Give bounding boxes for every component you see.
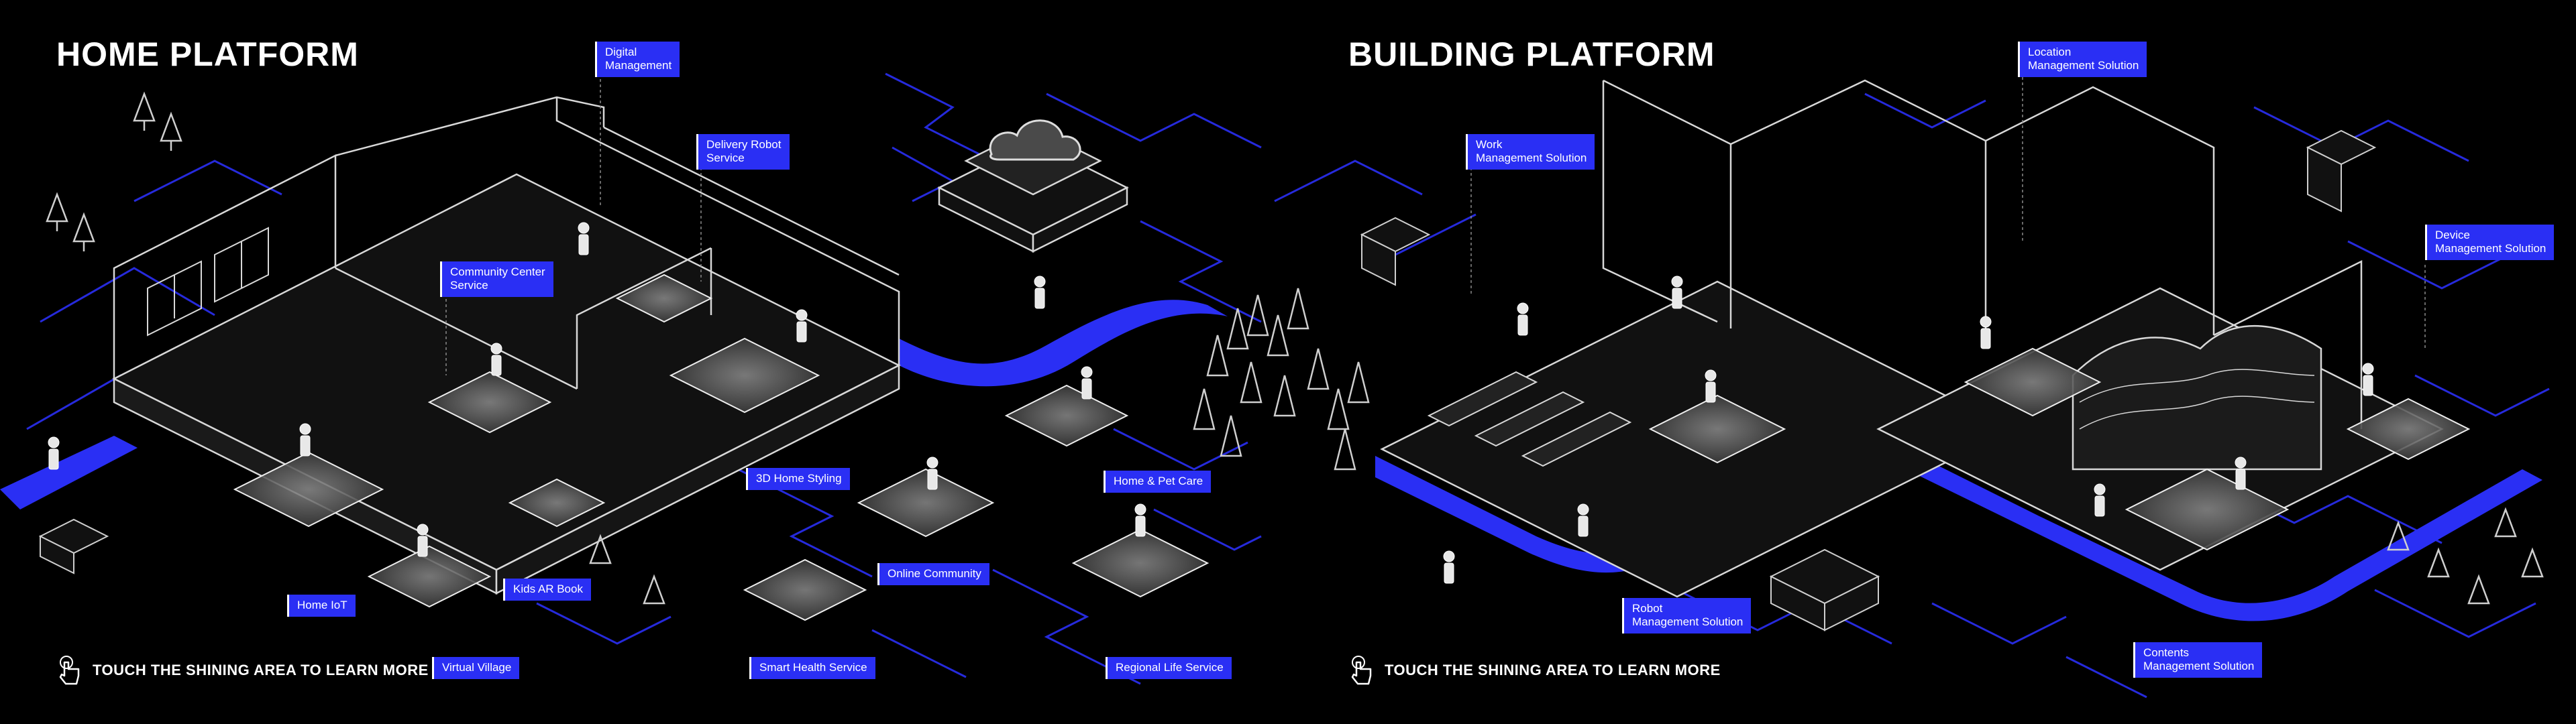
hint-text: TOUCH THE SHINING AREA TO LEARN MORE xyxy=(1385,662,1721,678)
hotspot-home-iot[interactable]: Home IoT xyxy=(287,595,356,617)
hotspot-work-management-solution[interactable]: Work Management Solution xyxy=(1466,134,1595,170)
building-touch-hint[interactable]: TOUCH THE SHINING AREA TO LEARN MORE xyxy=(1348,654,1721,686)
hotspot-regional-life-service[interactable]: Regional Life Service xyxy=(1106,657,1232,679)
blue-roads xyxy=(0,300,2542,621)
hotspot-digital-management[interactable]: Digital Management xyxy=(595,42,680,77)
hotspot-line: Smart Health Service xyxy=(759,661,867,674)
home-hotspot-pads xyxy=(233,274,1210,621)
hotspot-line: 3D Home Styling xyxy=(756,472,842,485)
hotspot-contents-management-solution[interactable]: Contents Management Solution xyxy=(2133,642,2263,678)
hotspot-line: Management Solution xyxy=(2028,59,2139,72)
hotspot-virtual-village[interactable]: Virtual Village xyxy=(432,657,520,679)
hotspot-line: Work xyxy=(1476,138,1503,151)
hotspot-line: Regional Life Service xyxy=(1116,661,1224,674)
hotspot-location-management-solution[interactable]: Location Management Solution xyxy=(2018,42,2147,77)
hotspot-line: Virtual Village xyxy=(442,661,512,674)
hotspot-line: Service xyxy=(450,279,488,292)
hotspot-smart-health-service[interactable]: Smart Health Service xyxy=(749,657,875,679)
hotspot-line: Location xyxy=(2028,46,2072,58)
city-blocks xyxy=(38,129,2377,631)
hotspot-robot-management-solution[interactable]: Robot Management Solution xyxy=(1622,598,1752,634)
label-leader-lines xyxy=(445,74,2426,375)
hotspot-line: Management Solution xyxy=(1632,615,1743,628)
building-platform-title: BUILDING PLATFORM xyxy=(1348,36,1715,73)
hotspot-device-management-solution[interactable]: Device Management Solution xyxy=(2425,225,2555,260)
forest xyxy=(46,91,2544,605)
hint-text: TOUCH THE SHINING AREA TO LEARN MORE xyxy=(93,662,429,678)
hotspot-line: Management Solution xyxy=(2143,660,2255,672)
home-building xyxy=(112,96,901,595)
circuit-lines xyxy=(26,72,2550,699)
people-figures xyxy=(48,222,2374,584)
hotspot-line: Home IoT xyxy=(297,599,347,611)
hotspot-3d-home-styling[interactable]: 3D Home Styling xyxy=(746,468,850,490)
hotspot-online-community[interactable]: Online Community xyxy=(877,563,989,585)
hotspot-line: Home & Pet Care xyxy=(1114,475,1203,487)
hotspot-line: Robot xyxy=(1632,602,1663,615)
hotspot-kids-ar-book[interactable]: Kids AR Book xyxy=(503,579,591,601)
hotspot-line: Management xyxy=(605,59,672,72)
cloud-icon xyxy=(989,119,1081,161)
hotspot-line: Online Community xyxy=(888,567,981,580)
building-hotspot-pads xyxy=(1648,347,2471,551)
hotspot-community-center-service[interactable]: Community Center Service xyxy=(440,261,553,297)
hotspot-line: Kids AR Book xyxy=(513,583,583,595)
hotspot-line: Contents xyxy=(2143,646,2190,659)
touch-hand-icon xyxy=(1351,656,1372,685)
hotspot-line: Service xyxy=(706,152,745,164)
hotspot-line: Device xyxy=(2435,229,2470,241)
hotspot-line: Delivery Robot xyxy=(706,138,782,151)
home-platform-title: HOME PLATFORM xyxy=(56,36,359,73)
hotspot-line: Management Solution xyxy=(2435,242,2546,255)
hotspot-delivery-robot-service[interactable]: Delivery Robot Service xyxy=(696,134,790,170)
hotspot-line: Digital xyxy=(605,46,637,58)
home-touch-hint[interactable]: TOUCH THE SHINING AREA TO LEARN MORE xyxy=(56,654,429,686)
touch-hand-icon xyxy=(59,656,80,685)
hotspot-line: Management Solution xyxy=(1476,152,1587,164)
hotspot-home-pet-care[interactable]: Home & Pet Care xyxy=(1104,471,1212,493)
hotspot-line: Community Center xyxy=(450,265,545,278)
